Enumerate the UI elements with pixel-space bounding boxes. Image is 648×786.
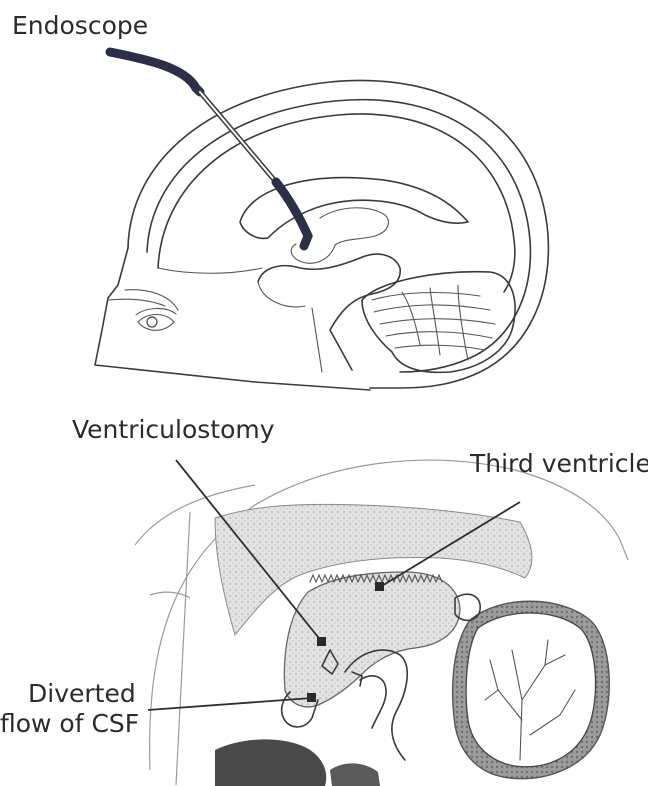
third-ventricle-label: Third ventricle: [469, 449, 648, 478]
endoscope: [110, 52, 308, 246]
eye-sketch: [136, 308, 176, 330]
brainstem: [258, 254, 400, 370]
third-ventricle-marker: [375, 582, 384, 591]
skull-inner-outline: [147, 100, 530, 372]
diverted-flow-label-line2: flow of CSF: [0, 709, 139, 738]
ventriculostomy-marker: [317, 637, 326, 646]
diverted-flow-label-line1: Diverted: [28, 679, 136, 708]
ventricle-closeup-illustration: [135, 460, 628, 786]
face-skull-base: [95, 248, 370, 390]
skull-outer-outline: [128, 80, 548, 388]
ventriculostomy-label: Ventriculostomy: [72, 415, 275, 444]
cerebellum-closeup: [453, 601, 610, 778]
cerebellum: [362, 272, 515, 373]
third-ventricle-shading: [284, 572, 460, 707]
diverted-flow-leader: [148, 698, 312, 710]
skull-base-dark-fill: [215, 739, 326, 786]
diverted-flow-marker: [307, 693, 316, 702]
sagittal-head-illustration: [95, 52, 548, 390]
endoscope-label: Endoscope: [12, 11, 148, 40]
